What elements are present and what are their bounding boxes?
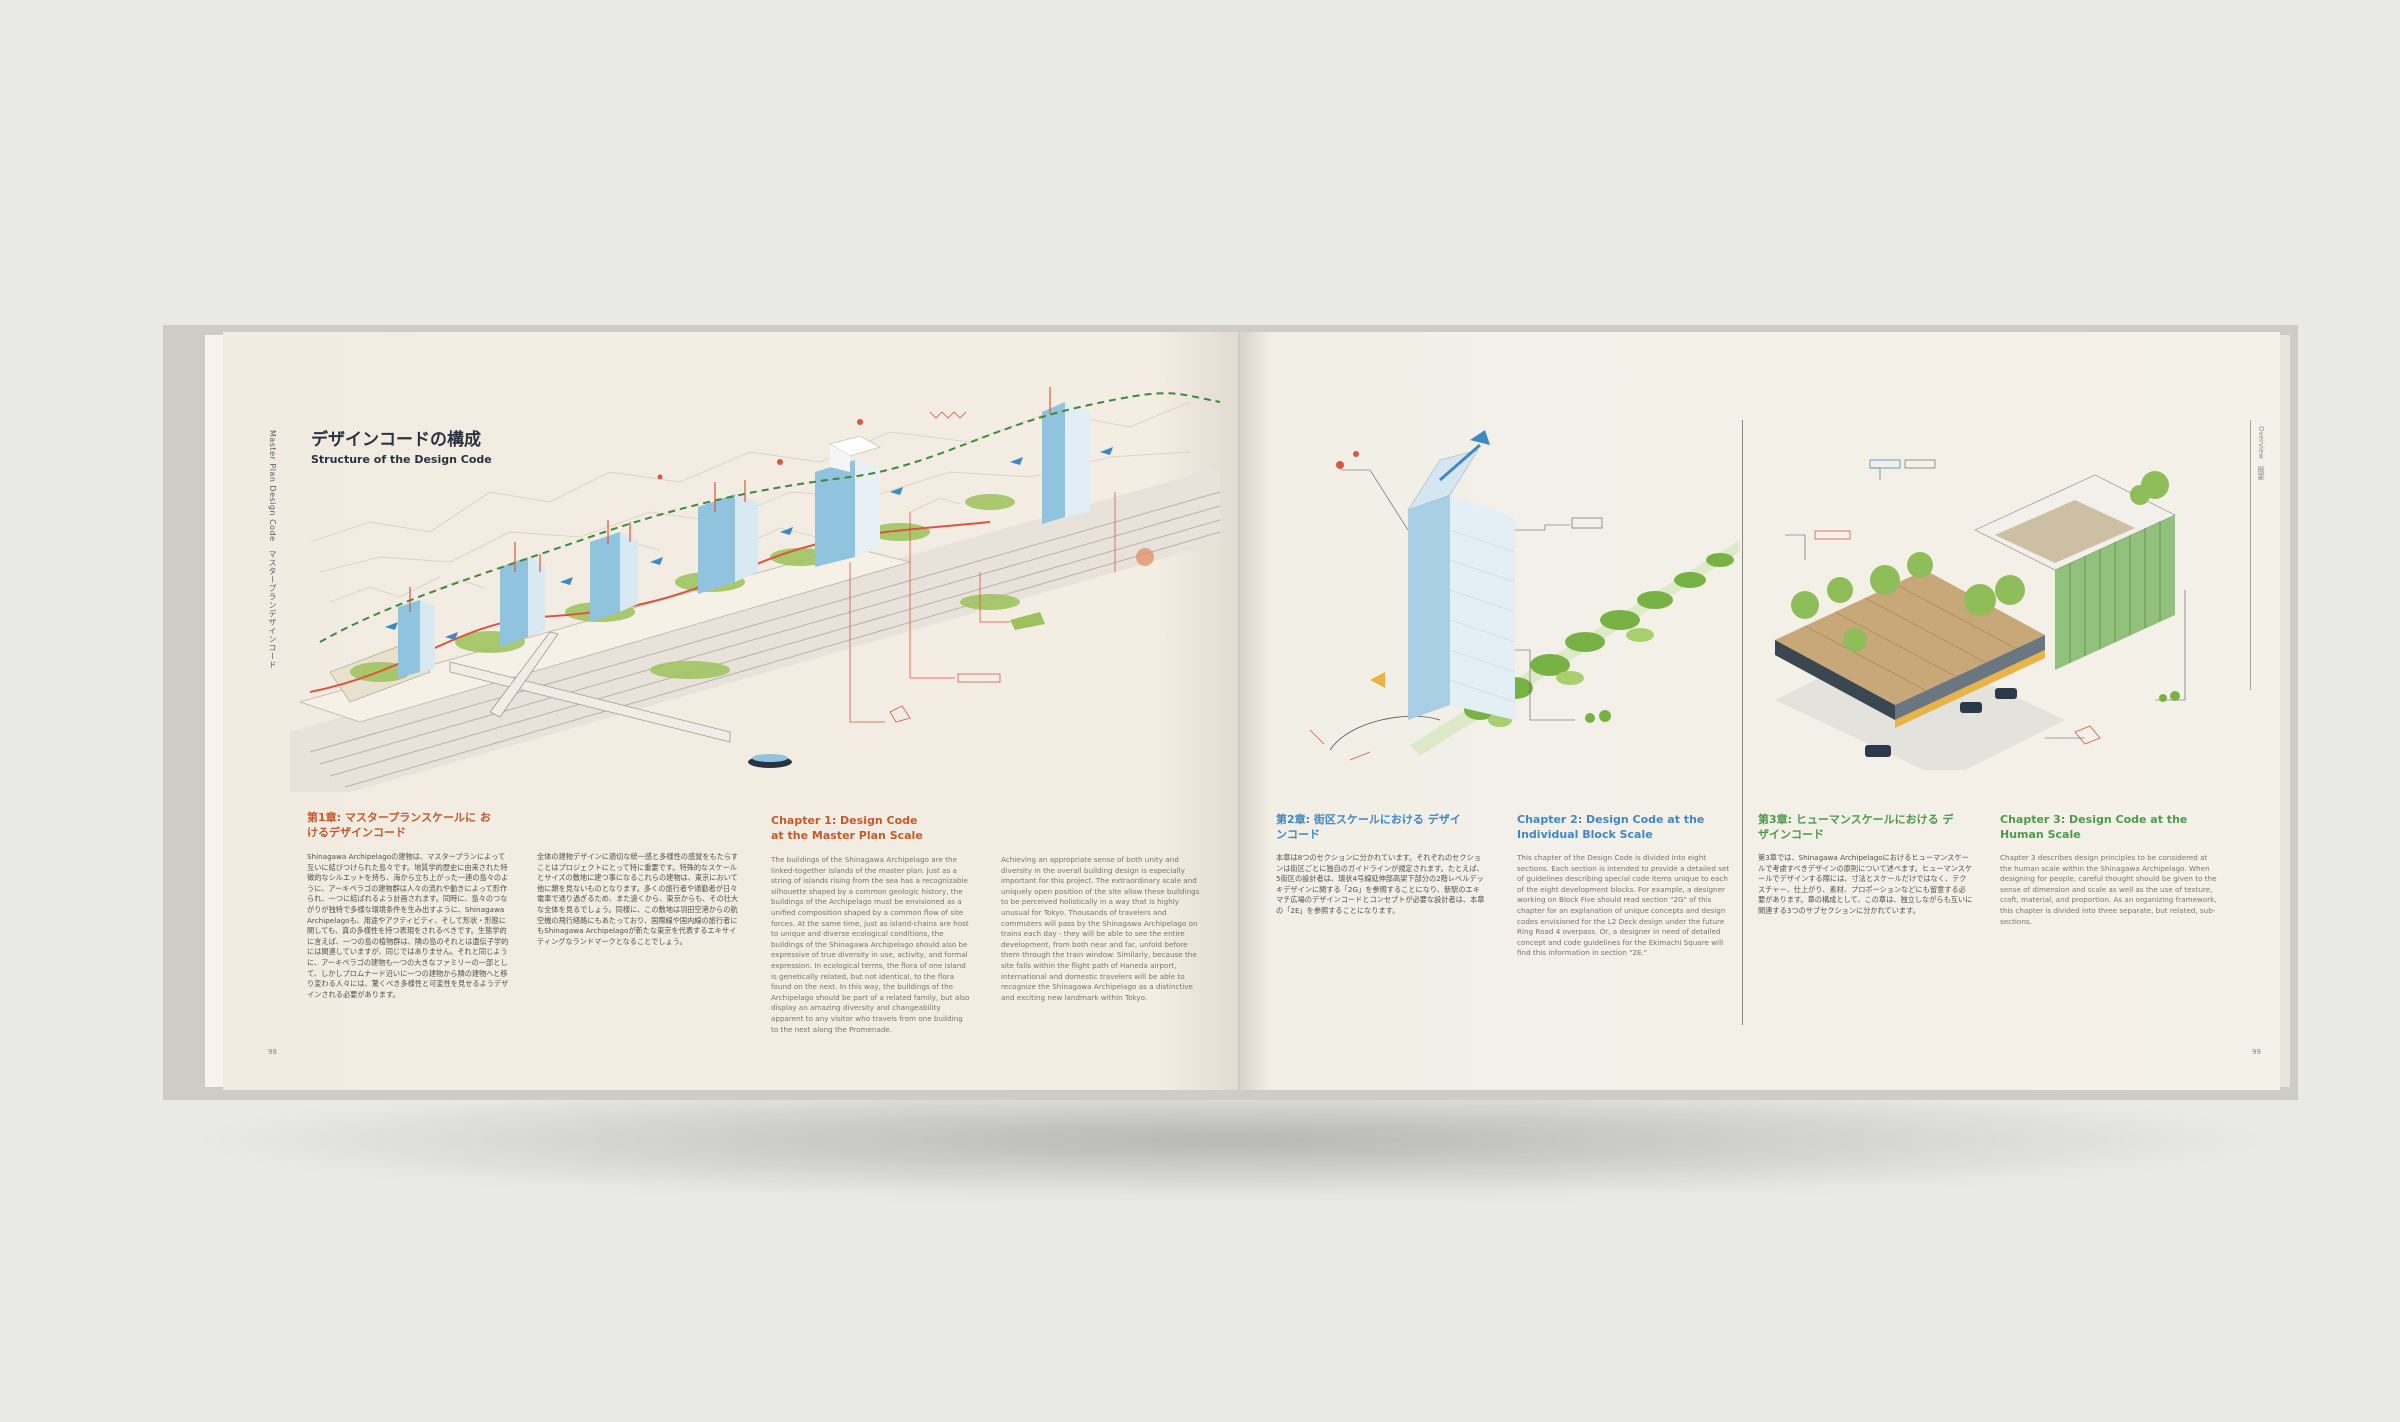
page-title-en: Structure of the Design Code: [311, 453, 492, 466]
right-page-divider: [1742, 420, 1743, 1025]
chapter1-jp-column1: Shinagawa Archipelagoの建物は、マスタープランによって互いに…: [307, 852, 509, 999]
human-scale-axonometric-illustration: [1775, 459, 2186, 770]
block-tower: [1407, 449, 1516, 720]
park-trees: [1464, 553, 1734, 720]
chapter1-en-heading: Chapter 1: Design Code at the Master Pla…: [771, 814, 923, 842]
tower-6: [1042, 402, 1090, 524]
chapter2-en-body: This chapter of the Design Code is divid…: [1517, 853, 1730, 958]
chapter1-en-column2: Achieving an appropriate sense of both u…: [1001, 855, 1200, 1002]
chapter2-jp-body: 本章は8つのセクションに分かれています。それぞれのセクションは街区ごとに独自のガ…: [1276, 853, 1485, 915]
left-running-head: Master Plan Design Code マスタープランデザインコード: [268, 430, 277, 670]
rail-tracks: [309, 491, 1220, 788]
callout-lines: [849, 492, 1116, 723]
chapter1-jp-heading: 第1章: マスタープランスケールに おけるデザインコード: [307, 811, 491, 839]
tower-3: [590, 532, 638, 622]
block-scale-tower-illustration: [1309, 430, 1740, 761]
right-page-number: 99: [2252, 1048, 2261, 1056]
chapter3-en-body: Chapter 3 describes design principles to…: [2000, 853, 2217, 926]
tower-4: [698, 494, 758, 594]
right-page-edge: [2280, 335, 2290, 1087]
master-plan-axonometric-illustration: [290, 387, 1220, 792]
right-edge-rule: [2250, 420, 2251, 690]
left-page-edge: [205, 335, 223, 1087]
chapter2-en-heading: Chapter 2: Design Code at the Individual…: [1517, 813, 1705, 841]
rail-corridor: [290, 467, 1220, 792]
block-callout-lines: [1340, 469, 1575, 721]
chapter1-jp-column2: 全体の建物デザインに適切な統一感と多様性の感覚をもたらすことはプロジェクトにとっ…: [537, 852, 739, 946]
left-page-number: 98: [268, 1048, 277, 1056]
birds-icons: [657, 419, 863, 480]
wind-arrows: [385, 447, 1113, 640]
page-title-jp: デザインコードの構成: [311, 430, 481, 450]
chapter1-en-column1: The buildings of the Shinagawa Archipela…: [771, 855, 970, 1034]
height-markers: [409, 387, 1051, 612]
chapter3-jp-body: 第3章では、Shinagawa Archipelagoにおけるヒューマンスケール…: [1758, 853, 1973, 915]
cars: [1865, 688, 2017, 757]
chapter3-en-heading: Chapter 3: Design Code at the Human Scal…: [2000, 813, 2188, 841]
tower-1: [398, 600, 435, 678]
chapter2-jp-heading: 第2章: 街区スケールにおける デザインコード: [1276, 813, 1461, 841]
chapter3-jp-heading: 第3章: ヒューマンスケールにおける デザインコード: [1758, 813, 1954, 841]
up-arrow-icon: [1470, 430, 1490, 445]
right-running-head: Overview 概要: [2257, 426, 2265, 480]
courtyard-trees: [1791, 552, 2025, 652]
callout-icons: [748, 548, 1154, 768]
skyline-envelope-dashed: [319, 392, 1220, 643]
book-shadow: [180, 1080, 2280, 1200]
towers: [398, 402, 1090, 678]
tower-5: [815, 435, 882, 567]
pavilion-building: [1974, 474, 2176, 670]
tower-2: [500, 557, 545, 647]
